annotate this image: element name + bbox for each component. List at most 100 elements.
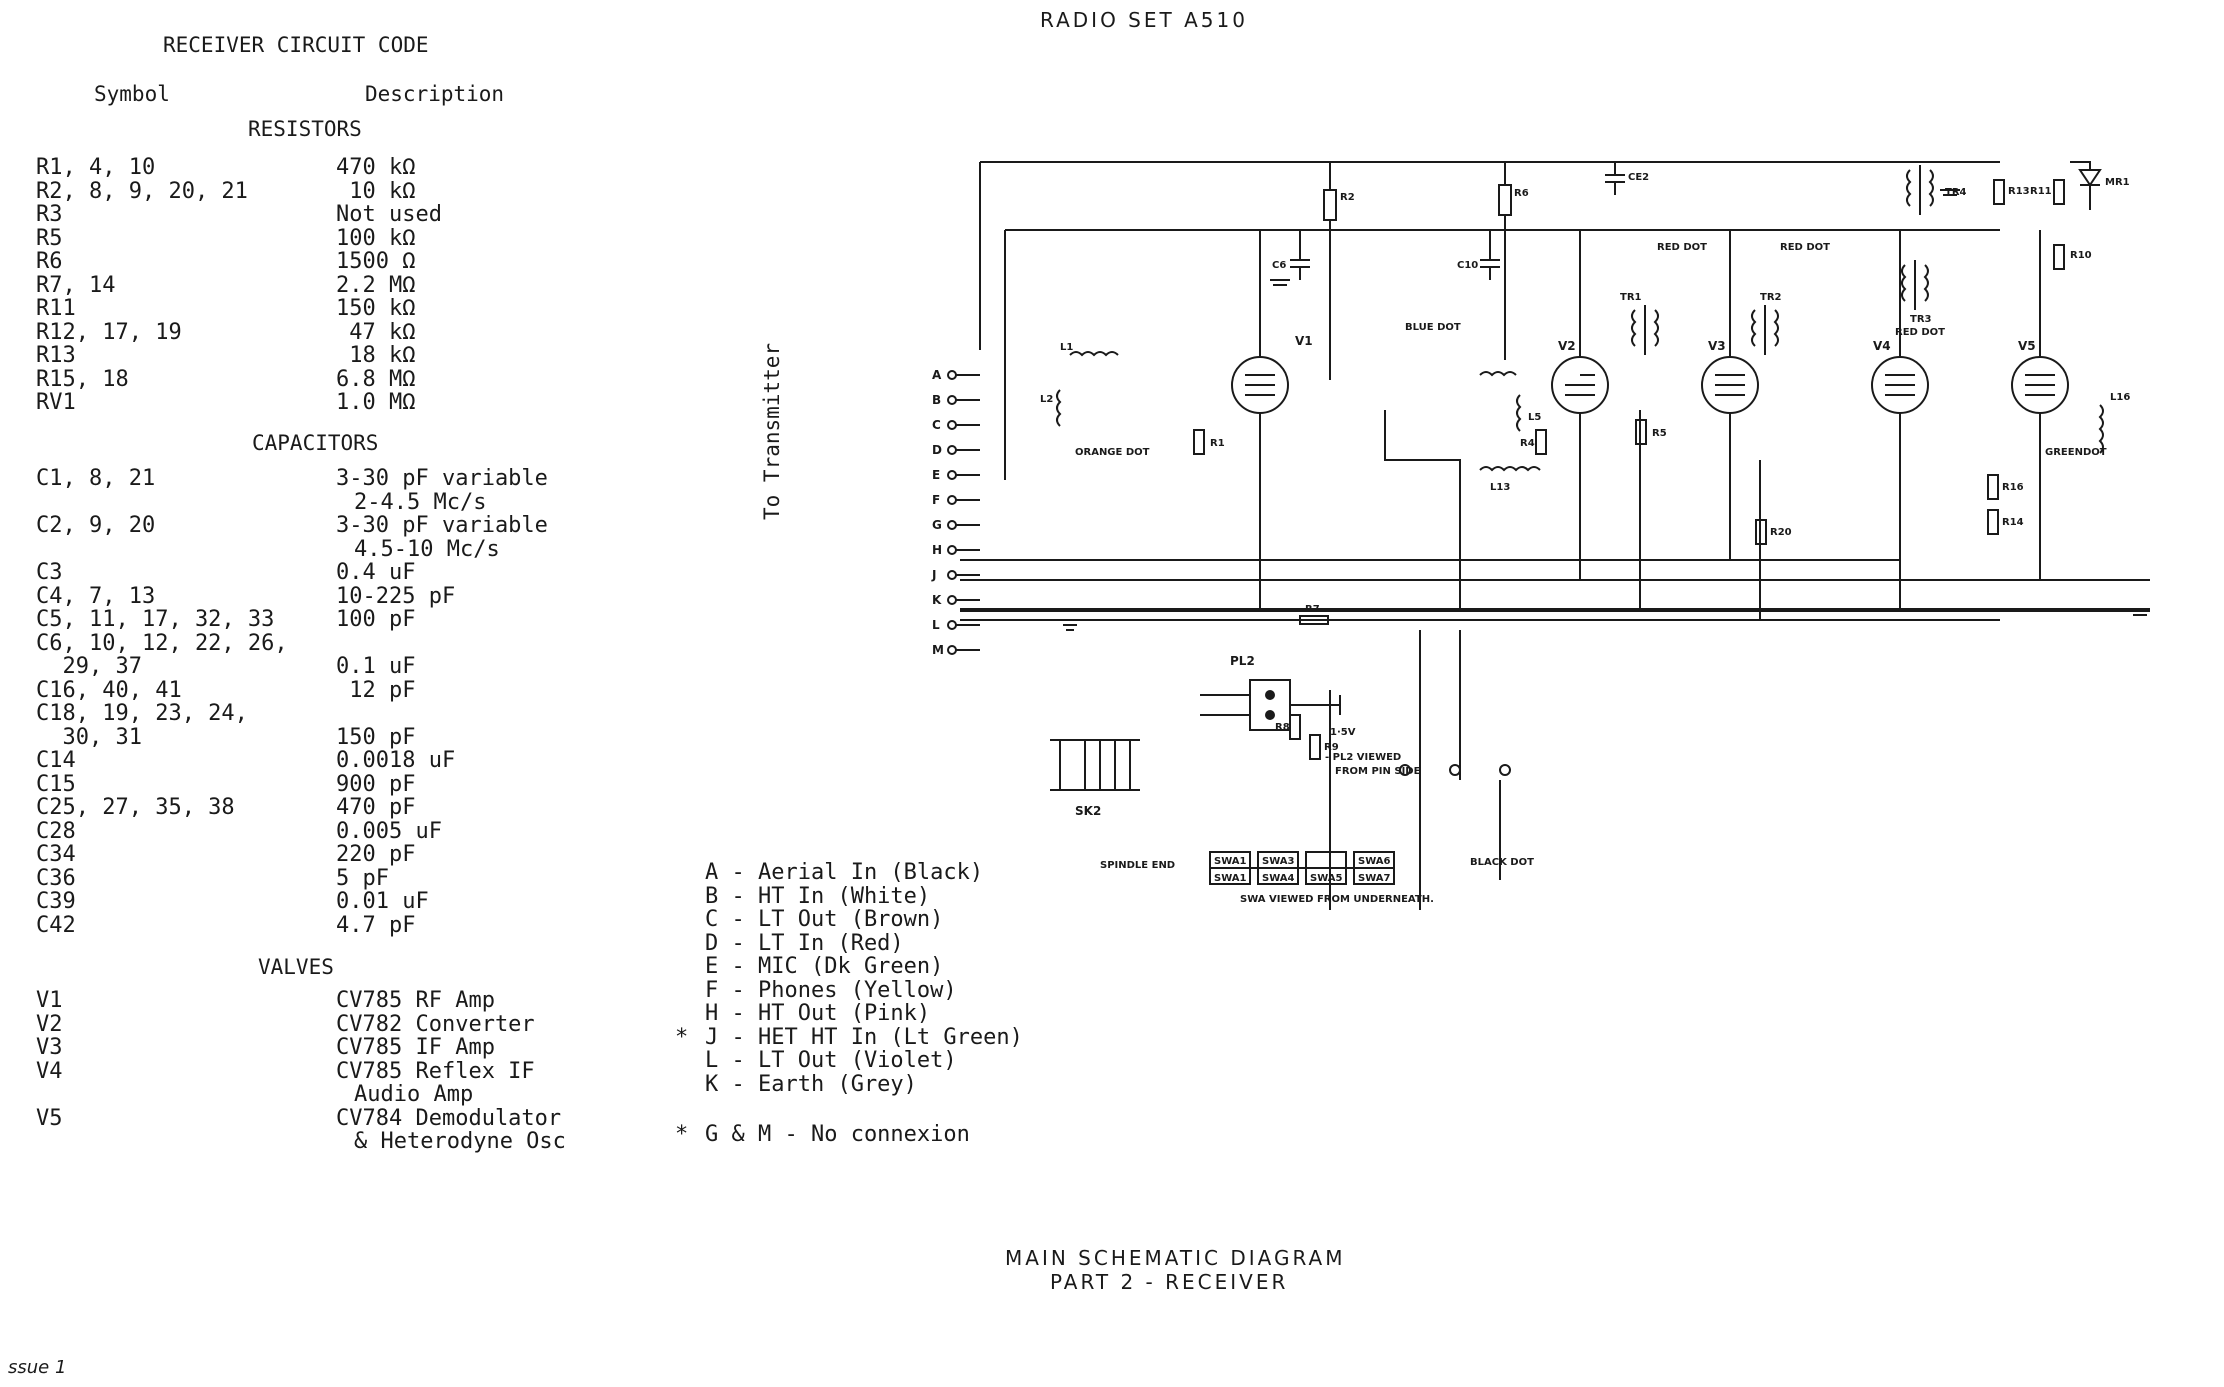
legend-text: K - Earth (Grey) [705,1071,917,1097]
coil-l2 [1056,389,1062,427]
transformer-tr2: TR2 [1751,292,1782,355]
resistor-r14: R14 [1987,509,2024,535]
capacitor-symbol: C5, 11, 17, 32, 33 [36,607,275,632]
valve-feeds [1259,230,2041,610]
terminal-label: M [932,643,944,657]
resistor-description: 6.8 MΩ [336,366,416,392]
capacitor-description: 900 pF [336,771,416,797]
terminal-f: F [932,493,980,507]
mr1-label: MR1 [2105,177,2130,188]
valve-symbol: V4 [36,1058,63,1084]
issue-label: ssue 1 [8,1357,67,1378]
capacitor-symbol: C28 [36,818,76,844]
legend-text: A - Aerial In (Black) [705,860,984,885]
capacitors-heading: CAPACITORS [252,431,379,455]
valve-symbol: V3 [36,1035,63,1060]
resistor-r16: R16 [1987,474,2024,500]
terminal-label: L [932,618,940,632]
svg-text:TR1: TR1 [1620,292,1642,303]
resistor-description: 47 kΩ [336,319,416,345]
terminal-legend: A - Aerial In (Black)B - HT In (White)C … [675,860,1095,1150]
valve-description-continued: Audio Amp [354,1082,474,1107]
terminal-label: J [931,568,936,582]
terminal-d: D [932,443,980,457]
capacitor-symbol: C3 [36,560,63,585]
resistor-description: 2.2 MΩ [336,272,416,298]
capacitor-symbol: C4, 7, 13 [36,583,156,609]
coil-l13-label: L13 [1490,482,1510,493]
pl2-label: PL2 [1230,654,1255,668]
svg-text:R1: R1 [1210,438,1225,449]
resistor-symbol: R5 [36,225,63,251]
c6-capacitor [1290,230,1310,280]
capacitor-description: 3-30 pF variable [336,513,548,538]
switch-cell-bottom: SWA5 [1310,873,1343,884]
c10-capacitor [1480,230,1500,280]
svg-text:R9: R9 [1324,742,1339,753]
spindle-end-label: SPINDLE END [1100,860,1175,871]
terminal-m: M [932,643,980,657]
terminal-h: H [932,543,980,557]
capacitor-symbol: C18, 19, 23, 24, [36,701,248,726]
coil-l1 [1069,351,1119,357]
resistor-r10: R10 [2053,244,2092,270]
legend-text: B - HT In (White) [705,883,931,909]
pl2-view-note: - PL2 VIEWED [1325,752,1401,763]
ht-secondary-rail [1004,229,2000,480]
resistor-description: 1.0 MΩ [336,390,416,415]
terminal-e: E [932,468,980,482]
capacitor-description: 220 pF [336,842,416,867]
r6-label: R6 [1514,188,1529,199]
capacitor-symbol: C42 [36,912,76,938]
description-column-header: Description [365,82,505,106]
ce2-lead [1605,162,1625,195]
resistor-symbol: R13 [36,343,76,368]
capacitor-description-continued: 2-4.5 Mc/s [354,489,487,515]
svg-text:R20: R20 [1770,527,1792,538]
resistor-r8: R8 [1275,714,1301,740]
switch-cell-top: SWA6 [1358,856,1391,867]
resistor-symbol: R6 [36,249,63,274]
coil-l1-label: L1 [1060,342,1073,353]
diagram-subtitle: PART 2 - RECEIVER [1050,1270,1289,1294]
battery-label: 1·5V [1330,727,1356,738]
symbol-column-header: Symbol [94,82,170,106]
svg-text:R7: R7 [1305,604,1320,615]
capacitor-symbol: 30, 31 [36,724,142,750]
capacitor-description: 4.7 pF [336,912,416,938]
ce2-label: CE2 [1628,172,1649,183]
resistor-description: 470 kΩ [336,155,416,180]
legend-text: E - MIC (Dk Green) [705,954,944,979]
to-transmitter-label: To Transmitter [760,342,784,520]
circuit-code-title: RECEIVER CIRCUIT CODE [163,33,429,57]
terminal-label: A [932,368,942,382]
capacitor-symbol: 29, 37 [36,654,142,679]
capacitor-description: 0.0018 uF [336,748,456,773]
terminal-label: C [932,418,941,432]
resistor-symbol: R11 [36,296,76,321]
diode-mr1 [2070,161,2102,210]
valve-description-continued: & Heterodyne Osc [354,1129,566,1154]
c6-label: C6 [1272,260,1286,271]
coil-l2-label: L2 [1040,394,1053,405]
terminal-label: F [932,493,940,507]
swa6-contact [1449,764,1461,776]
resistor-r20: R20 [1755,519,1792,545]
capacitor-symbol: C39 [36,889,76,914]
valve-description: CV785 Reflex IF [336,1058,535,1084]
switch-view-note: SWA VIEWED FROM UNDERNEATH. [1240,894,1434,905]
blue-dot-label: BLUE DOT [1405,322,1461,333]
capacitor-symbol: C16, 40, 41 [36,677,182,703]
resistor-description: 18 kΩ [336,343,416,368]
resistor-r7: R7 [1299,604,1329,625]
coil-l13 [1479,466,1541,472]
svg-text:R14: R14 [2002,517,2024,528]
terminal-a: A [932,368,980,382]
resistor-symbol: R15, 18 [36,366,129,392]
legend-text: H - HT Out (Pink) [705,1001,931,1026]
capacitor-description: 100 pF [336,607,416,632]
switch-cell-top: SWA1 [1214,856,1247,867]
